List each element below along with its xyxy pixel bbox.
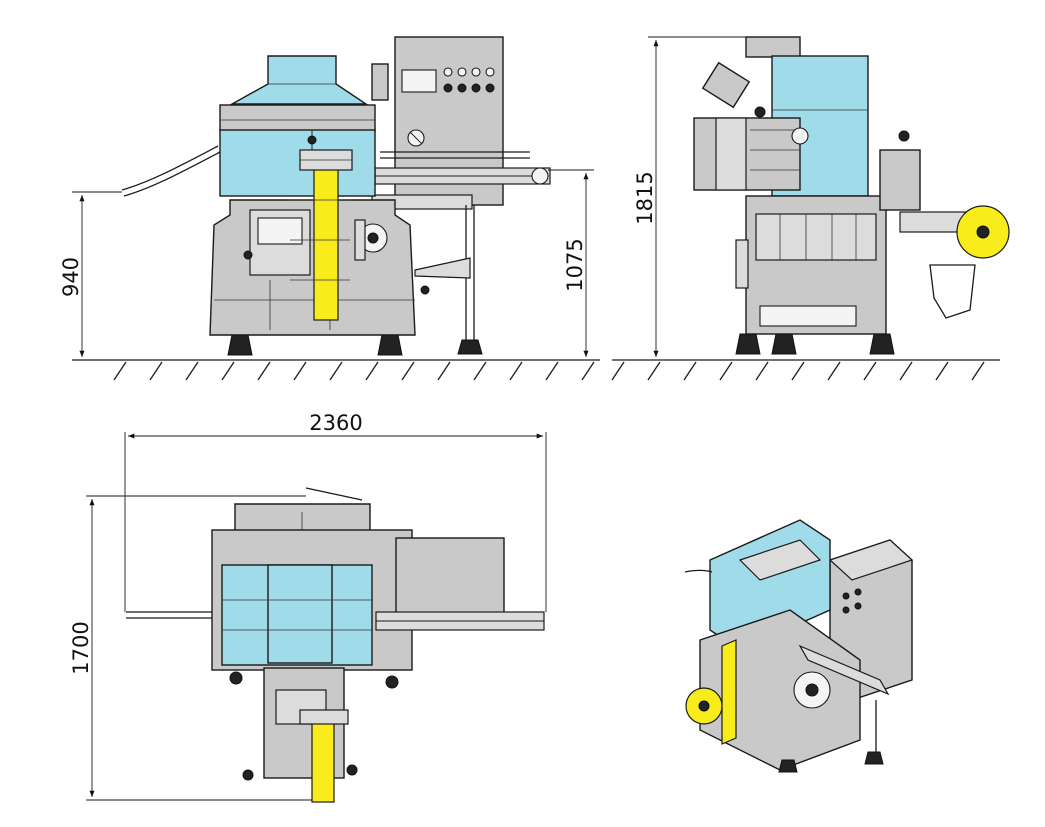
iso-foot-left	[778, 759, 798, 773]
front-foot-middle	[377, 334, 403, 356]
iso-foot-right	[864, 751, 884, 765]
side-access-panel	[759, 305, 857, 327]
iso-film-strip	[721, 639, 737, 745]
front-hopper-rim	[219, 104, 376, 132]
side-foot-left	[735, 333, 761, 355]
front-leg-brace	[414, 257, 471, 279]
front-feed-pipe	[121, 145, 219, 191]
dim-1075-label: 1075	[563, 238, 587, 291]
side-view: 1815	[611, 36, 1010, 381]
top-control-cabinet	[395, 537, 505, 617]
iso-feed-pipe	[684, 569, 713, 573]
front-ground-hatching	[113, 361, 595, 381]
top-film-strip	[311, 719, 335, 803]
front-control-display	[401, 69, 437, 93]
front-conveyor-pulley	[531, 167, 549, 185]
side-foot-middle	[771, 333, 797, 355]
iso-main-body	[699, 609, 861, 771]
front-hopper-top	[229, 55, 369, 105]
top-hopper-chute	[267, 564, 333, 664]
top-view: 2360 1700	[69, 411, 547, 803]
dim-2360-label: 2360	[309, 411, 362, 435]
side-film-guide	[929, 264, 976, 319]
side-right-arm	[879, 149, 921, 211]
front-view: 940 1075	[59, 36, 600, 381]
iso-conveyor	[798, 644, 890, 696]
dim-940-label: 940	[59, 257, 83, 297]
side-cabinet-top	[745, 36, 801, 58]
front-control-knobs	[443, 67, 495, 93]
dim-1815-label: 1815	[633, 171, 657, 224]
front-foot-left	[227, 334, 253, 356]
top-lid-handle	[305, 487, 363, 501]
side-foot-right	[869, 333, 895, 355]
dim-1700-label: 1700	[69, 621, 93, 674]
isometric-view	[684, 519, 914, 773]
front-hopper-arm	[371, 63, 389, 101]
iso-control-knobs	[842, 588, 862, 614]
side-left-housing	[693, 117, 801, 191]
front-film-strip	[313, 167, 339, 321]
front-foot-right	[457, 339, 483, 355]
side-tilted-panel	[701, 61, 751, 109]
front-main-body	[209, 199, 416, 336]
side-ground-hatching	[611, 361, 985, 381]
side-mechanism-window	[755, 213, 877, 261]
